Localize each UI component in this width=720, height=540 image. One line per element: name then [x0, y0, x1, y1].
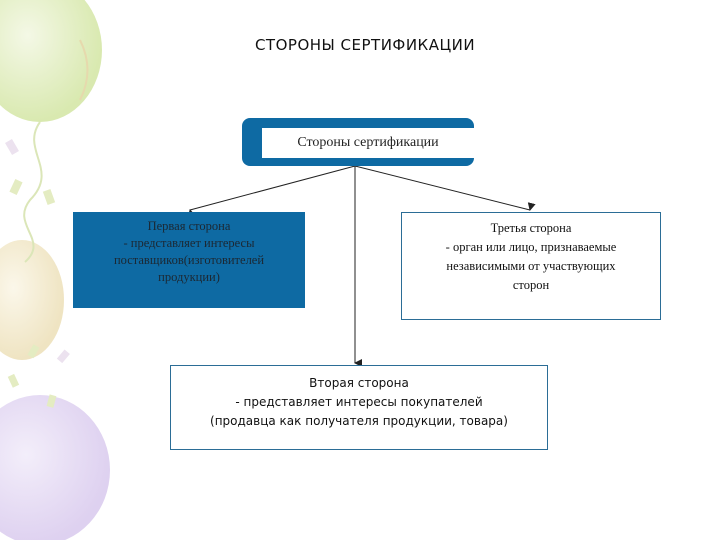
- third-party-line: сторон: [513, 276, 549, 295]
- first-party-line: продукции): [158, 269, 220, 286]
- third-party-line: независимыми от участвующих: [446, 257, 615, 276]
- second-party-node: Вторая сторона - представляет интересы п…: [170, 365, 548, 450]
- first-party-line: Первая сторона: [148, 218, 231, 235]
- connector-root-to-first: [190, 166, 355, 210]
- third-party-line: - орган или лицо, признаваемые: [446, 238, 617, 257]
- first-party-line: поставщиков(изготовителей: [114, 252, 264, 269]
- connector-root-to-third: [355, 166, 530, 210]
- third-party-line: Третья сторона: [491, 219, 572, 238]
- second-party-line: Вторая сторона: [309, 374, 409, 393]
- first-party-node: Первая сторона - представляет интересы п…: [73, 212, 305, 308]
- root-node-label: Стороны сертификации: [297, 135, 438, 151]
- second-party-line: - представляет интересы покупателей: [235, 393, 482, 412]
- third-party-node: Третья сторона - орган или лицо, признав…: [401, 212, 661, 320]
- second-party-line: (продавца как получателя продукции, това…: [210, 412, 508, 431]
- root-node: Стороны сертификации: [262, 128, 474, 158]
- first-party-line: - представляет интересы: [124, 235, 255, 252]
